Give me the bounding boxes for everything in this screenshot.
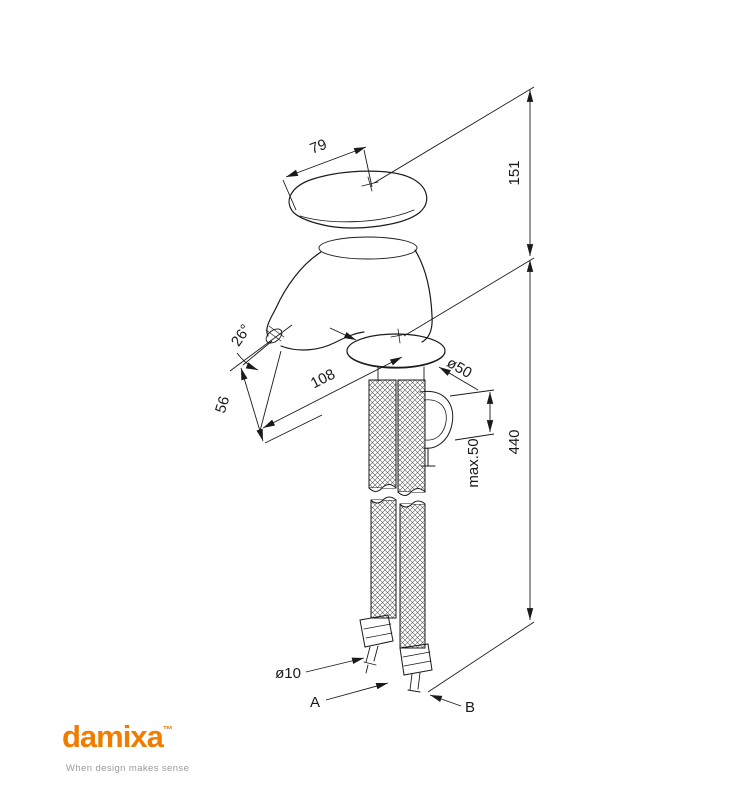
supply-hose-right [397, 379, 433, 693]
dimension-440: 440 [427, 260, 535, 693]
mounting-shank [377, 366, 425, 382]
dim-56-label: 56 [212, 394, 233, 415]
dimension-56: 56 [212, 340, 323, 444]
hose-left-fitting [359, 614, 394, 674]
dim-108-label: 108 [308, 366, 338, 393]
dimension-max50: max.50 [449, 389, 495, 488]
faucet-handle [288, 170, 428, 260]
dim-d50-label: ø50 [444, 354, 475, 382]
faucet-artwork [265, 170, 454, 693]
connection-label-b: B [429, 694, 475, 716]
damixa-logo: damixa™ When design makes sense [62, 714, 190, 775]
label-a: A [310, 694, 320, 711]
dim-151-label: 151 [506, 160, 523, 185]
dimension-d10: ø10 [275, 657, 365, 682]
hose-right-fitting [399, 643, 433, 693]
dim-26deg-label: 26° [228, 321, 255, 349]
label-b: B [465, 699, 475, 716]
base-escutcheon [346, 328, 446, 369]
dimension-151: 151 [373, 86, 535, 337]
dimension-79: 79 [282, 136, 373, 211]
dim-d10-label: ø10 [275, 665, 301, 682]
brand-wordmark: damixa [62, 719, 164, 754]
trademark-symbol: ™ [162, 725, 173, 736]
faucet-body-spout [265, 249, 433, 351]
dim-max50-label: max.50 [465, 438, 482, 487]
base-center-cross-mark [390, 328, 408, 344]
spout-aerator [265, 325, 285, 344]
dim-440-label: 440 [506, 429, 523, 454]
connection-label-a: A [310, 682, 389, 711]
brand-tagline: When design makes sense [66, 763, 190, 774]
supply-hose-left [359, 379, 397, 674]
dim-79-label: 79 [308, 136, 330, 158]
